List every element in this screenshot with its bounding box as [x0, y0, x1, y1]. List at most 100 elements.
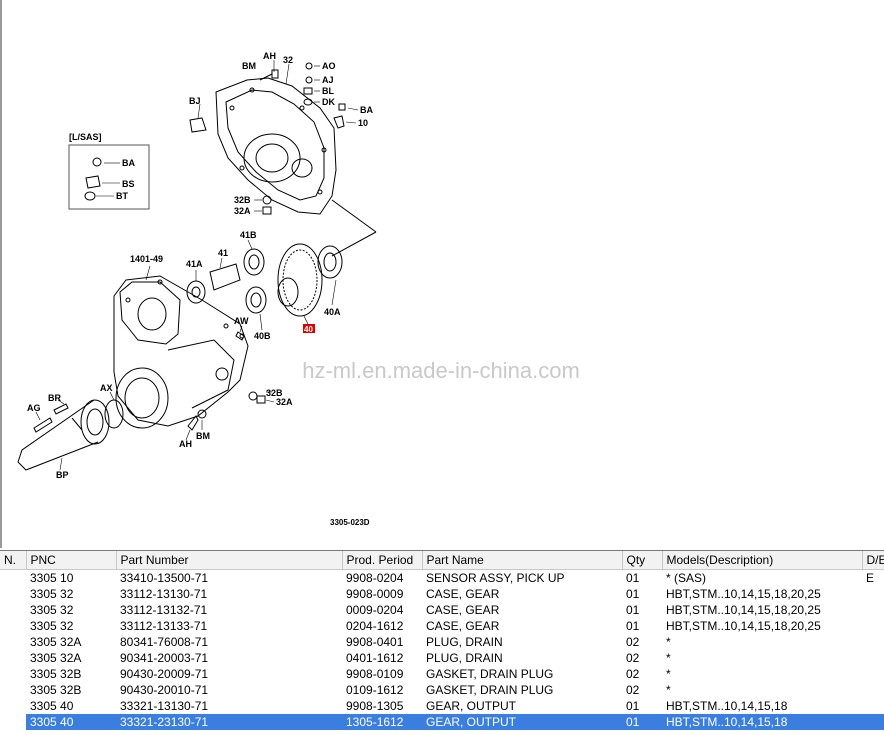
cell-prod-period: 0009-0204 [346, 603, 404, 617]
cell-de [862, 682, 884, 698]
label-AW: AW [234, 316, 249, 326]
label-41A: 41A [186, 259, 203, 269]
cell-part-name: GASKET, DRAIN PLUG [426, 667, 554, 681]
label-32B-bottom: 32B [266, 388, 283, 398]
label-BJ: BJ [189, 96, 201, 106]
cell-n [0, 682, 26, 698]
label-BM-top: BM [242, 61, 256, 71]
cell-part-number: 33112-13132-71 [120, 603, 208, 617]
cell-models: HBT,STM..10,14,15,18,20,25 [666, 603, 821, 617]
cell-pnc: 3305 10 [30, 571, 74, 585]
label-AG: AG [27, 403, 41, 413]
label-10: 10 [358, 118, 368, 128]
cell-de [862, 650, 884, 666]
cell-qty: 01 [626, 619, 640, 633]
cell-models: * [666, 635, 671, 649]
cell-part-number: 33112-13130-71 [120, 587, 208, 601]
cell-qty: 01 [626, 699, 640, 713]
cell-prod-period: 9908-0401 [346, 635, 404, 649]
table-row[interactable]: 3305 10 33410-13500-71 9908-0204 SENSOR ASS… [0, 570, 884, 587]
cell-part-name: PLUG, DRAIN [426, 635, 503, 649]
cell-part-name: GEAR, OUTPUT [426, 699, 517, 713]
cell-models: * [666, 683, 671, 697]
label-BA-inset: BA [122, 158, 135, 168]
label-BS: BS [122, 179, 135, 189]
label-32A-top: 32A [234, 206, 251, 216]
cell-qty: 01 [626, 571, 640, 585]
label-41: 41 [218, 248, 228, 258]
label-1401-49: 1401-49 [130, 254, 163, 264]
col-header-part-number[interactable]: Part Number [116, 551, 343, 570]
watermark: hz-ml.en.made-in-china.com [302, 358, 580, 383]
cell-models: HBT,STM..10,14,15,18 [662, 714, 862, 730]
col-header-de[interactable]: D/E [862, 551, 884, 570]
cell-qty: 02 [626, 683, 640, 697]
parts-diagram: 40 hz-ml.en.made-in-china.com AH BM 32 A… [0, 0, 580, 548]
col-header-part-name[interactable]: Part Name [422, 551, 623, 570]
label-AH-bottom: AH [179, 439, 192, 449]
label-DK: DK [322, 97, 335, 107]
cell-pnc: 3305 40 [30, 699, 74, 713]
label-AJ: AJ [322, 75, 334, 85]
cell-part-number: 33410-13500-71 [120, 571, 209, 585]
label-AH-top: AH [263, 51, 276, 61]
table-row[interactable]: 3305 32 33112-13132-71 0009-0204 CASE, GEAR… [0, 602, 884, 618]
cell-prod-period: 9908-0009 [346, 587, 404, 601]
cell-n [0, 666, 26, 682]
label-BA-top: BA [360, 105, 373, 115]
cell-prod-period: 0109-1612 [346, 683, 404, 697]
label-40A: 40A [324, 307, 341, 317]
col-header-prod-period[interactable]: Prod. Period [342, 551, 423, 570]
label-32A-bottom: 32A [276, 397, 293, 407]
cell-part-name: GASKET, DRAIN PLUG [426, 683, 554, 697]
cell-n [0, 634, 26, 650]
label-BR: BR [48, 393, 61, 403]
cell-part-number: 90341-20003-71 [120, 651, 209, 665]
label-BM-bottom: BM [196, 431, 210, 441]
cell-pnc: 3305 40 [26, 714, 116, 730]
cell-n [0, 618, 26, 634]
inset-title: [L/SAS] [69, 132, 102, 142]
label-BP: BP [56, 470, 69, 480]
col-header-models[interactable]: Models(Description) [662, 551, 863, 570]
cell-pnc: 3305 32B [30, 683, 82, 697]
cell-pnc: 3305 32 [30, 603, 74, 617]
col-header-n[interactable]: N. [0, 551, 27, 570]
cell-qty: 02 [626, 635, 640, 649]
cell-de [862, 602, 884, 618]
cell-models: * [666, 651, 671, 665]
cell-de: E [866, 571, 875, 585]
cell-part-number: 90430-20009-71 [120, 667, 209, 681]
exploded-view-drawing: 40 hz-ml.en.made-in-china.com AH BM 32 A… [17, 51, 580, 527]
cell-de [862, 698, 884, 714]
parts-table: N. PNC Part Number Prod. Period Part Nam… [0, 550, 884, 735]
cell-n [0, 602, 26, 618]
cell-prod-period: 0401-1612 [346, 651, 404, 665]
cell-models: * [666, 667, 671, 681]
cell-part-number: 33321-23130-71 [116, 714, 342, 730]
cell-n [0, 650, 26, 666]
table-header: N. PNC Part Number Prod. Period Part Nam… [0, 551, 884, 570]
cell-part-name: SENSOR ASSY, PICK UP [426, 571, 565, 585]
cell-qty: 02 [626, 651, 640, 665]
cell-part-name: CASE, GEAR [426, 587, 500, 601]
label-AX: AX [100, 383, 113, 393]
label-32B-top: 32B [234, 195, 251, 205]
cell-de [862, 618, 884, 634]
label-40B: 40B [254, 331, 271, 341]
cell-de [862, 666, 884, 682]
col-header-pnc[interactable]: PNC [26, 551, 117, 570]
col-header-qty[interactable]: Qty [622, 551, 663, 570]
cell-pnc: 3305 32B [30, 667, 82, 681]
cell-prod-period: 9908-0204 [346, 571, 404, 585]
cell-prod-period: 0204-1612 [346, 619, 404, 633]
cell-part-name: CASE, GEAR [426, 603, 500, 617]
